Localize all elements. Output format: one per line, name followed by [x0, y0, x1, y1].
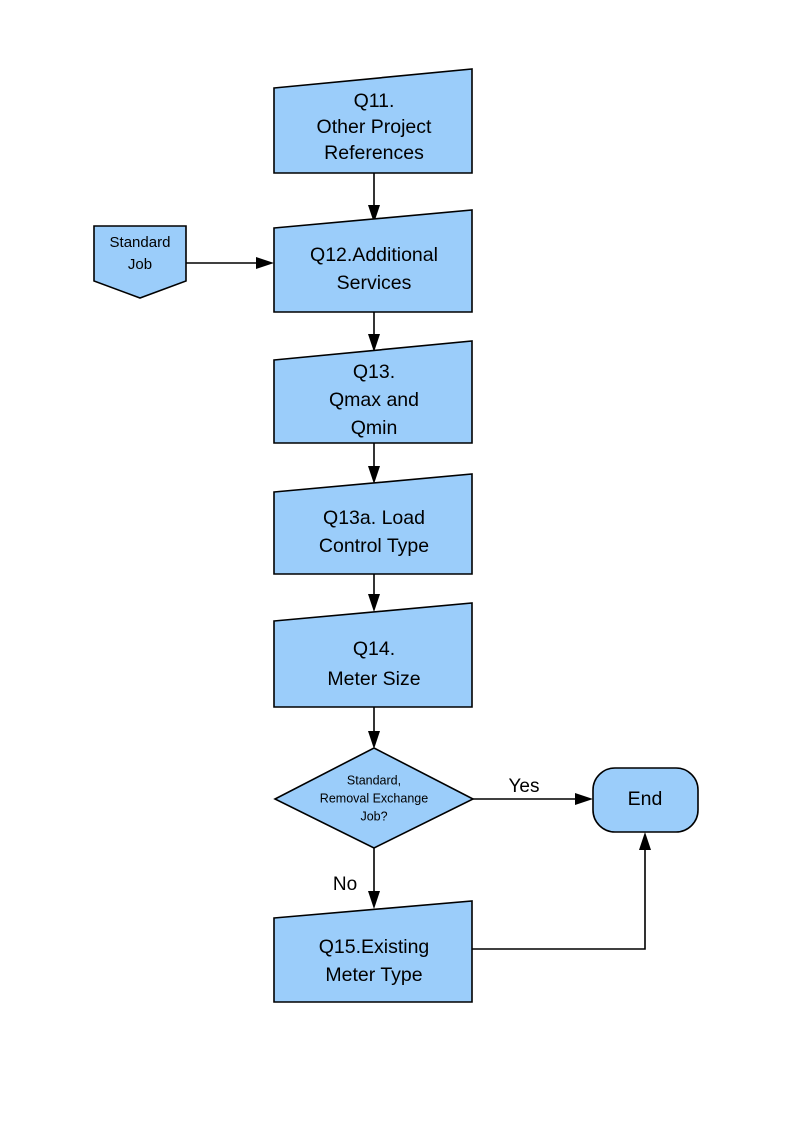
q15-line1: Q15.Existing [319, 936, 430, 958]
end-shape [592, 767, 699, 833]
edge-q11-to-q12 [368, 173, 380, 223]
edge-standardjob-to-q12 [186, 257, 274, 269]
node-q11[interactable]: Q11. Other Project References [273, 68, 473, 174]
q15-shape [273, 900, 473, 1003]
node-q13a[interactable]: Q13a. Load Control Type [273, 473, 473, 575]
q11-line1: Q11. [354, 90, 395, 112]
arrowhead-icon [368, 334, 380, 352]
edge-q14-to-decision [368, 707, 380, 749]
q12-line1: Q12.Additional [310, 244, 438, 266]
arrowhead-icon [368, 466, 380, 484]
node-end[interactable]: End [592, 767, 699, 833]
edge-q15-to-end [472, 832, 651, 950]
q13-shape [273, 340, 473, 444]
node-q14[interactable]: Q14. Meter Size [273, 602, 473, 708]
q13a-line2: Control Type [319, 535, 429, 557]
node-q15[interactable]: Q15.Existing Meter Type [273, 900, 473, 1003]
edge-decision-to-q15-no [368, 848, 380, 909]
arrowhead-icon [368, 594, 380, 612]
q12-line2: Services [337, 272, 412, 294]
edge-label-yes: Yes [509, 776, 540, 797]
q13-line2: Qmax and [329, 389, 419, 411]
q11-line2: Other Project [317, 116, 432, 138]
edge-q12-to-q13 [368, 312, 380, 352]
edge-label-no: No [333, 874, 357, 895]
edge-q13a-to-q14 [368, 574, 380, 612]
node-q12[interactable]: Q12.Additional Services [273, 209, 473, 313]
arrowhead-icon [639, 832, 651, 850]
decision-line3: Job? [360, 809, 387, 823]
arrowhead-icon [368, 205, 380, 223]
q13-line3: Qmin [351, 417, 398, 439]
q13a-line1: Q13a. Load [323, 507, 425, 529]
end-label: End [628, 788, 663, 810]
edge-decision-to-end-yes [473, 793, 593, 805]
arrowhead-icon [368, 731, 380, 749]
q13a-shape [273, 473, 473, 575]
arrowhead-icon [368, 891, 380, 909]
q14-line1: Q14. [353, 638, 395, 660]
edge-q13-to-q13a [368, 443, 380, 484]
standard-job-line1: Standard [110, 234, 171, 251]
decision-line2: Removal Exchange [320, 791, 428, 805]
arrowhead-icon [256, 257, 274, 269]
standard-job-line2: Job [128, 256, 152, 273]
decision-line1: Standard, [347, 773, 401, 787]
node-decision[interactable]: Standard, Removal Exchange Job? [273, 747, 475, 849]
q13-line1: Q13. [353, 361, 395, 383]
node-q13[interactable]: Q13. Qmax and Qmin [273, 340, 473, 444]
q14-shape [273, 602, 473, 708]
q15-line2: Meter Type [325, 964, 422, 986]
arrowhead-icon [575, 793, 593, 805]
q12-shape [273, 209, 473, 313]
standard-job-shape [93, 225, 187, 299]
q11-shape [273, 68, 473, 174]
q14-line2: Meter Size [327, 668, 420, 690]
decision-shape [273, 747, 475, 849]
q11-line3: References [324, 142, 424, 164]
node-standard-job[interactable]: Standard Job [93, 225, 187, 299]
